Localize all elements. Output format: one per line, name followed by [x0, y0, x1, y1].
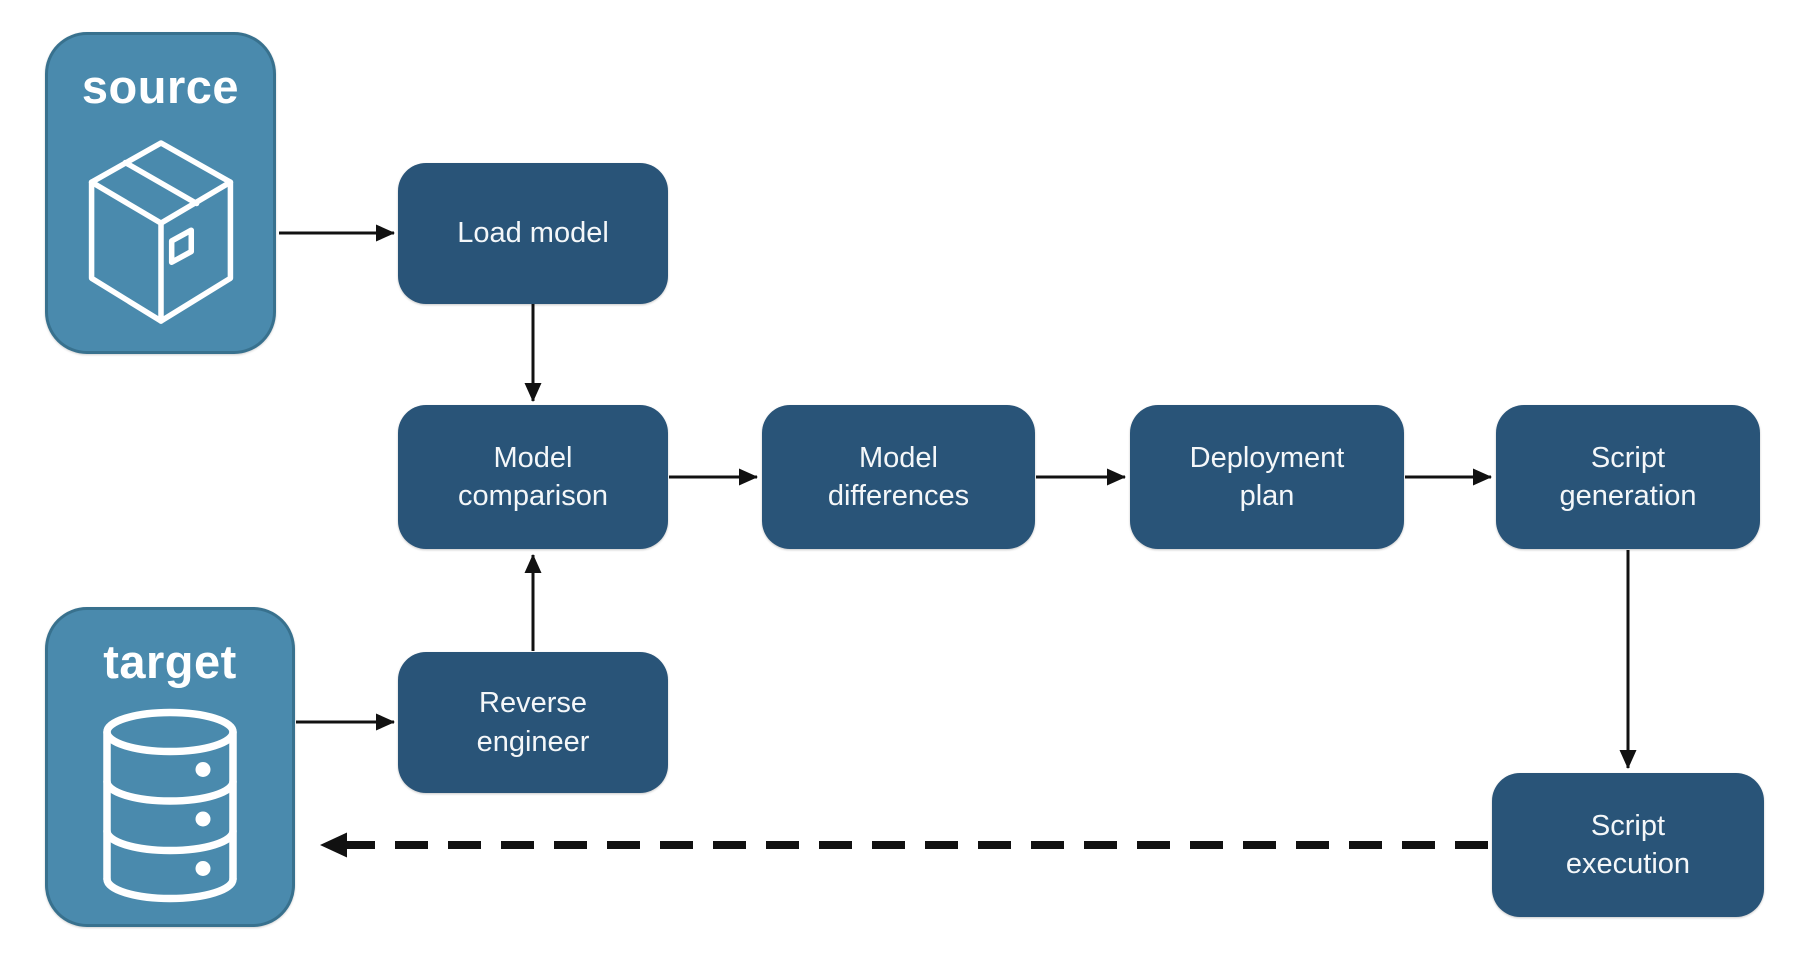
node-deployment-plan: Deployment plan	[1130, 405, 1404, 549]
node-load-model: Load model	[398, 163, 668, 304]
node-model-differences-label: Model differences	[827, 441, 970, 512]
node-model-differences: Model differences	[762, 405, 1035, 549]
database-icon	[103, 709, 237, 903]
node-deployment-plan-label: Deployment plan	[1189, 441, 1345, 512]
node-reverse-engineer: Reverse engineer	[398, 652, 668, 793]
container-source: source	[45, 32, 276, 354]
node-script-generation-label: Script generation	[1559, 441, 1697, 512]
container-target: target	[45, 607, 295, 927]
node-reverse-engineer-label: Reverse engineer	[476, 687, 590, 758]
node-script-generation: Script generation	[1496, 405, 1760, 549]
node-model-comparison-label: Model comparison	[458, 441, 608, 512]
container-target-label: target	[103, 635, 237, 688]
node-model-comparison: Model comparison	[398, 405, 668, 549]
package-icon	[88, 140, 233, 324]
node-load-model-label: Load model	[457, 217, 609, 250]
node-script-execution: Script execution	[1492, 773, 1764, 917]
node-script-execution-label: Script execution	[1565, 809, 1691, 880]
container-source-label: source	[81, 60, 240, 113]
